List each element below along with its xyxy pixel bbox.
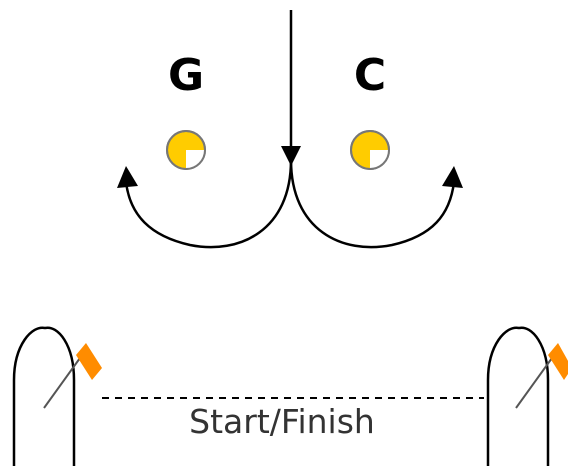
rounding-arc-right	[289, 159, 456, 249]
rounding-arc-left-arrowhead	[117, 166, 138, 188]
rounding-arc-left	[124, 159, 293, 249]
committee-boat-left	[12, 326, 102, 466]
flag-left	[76, 343, 102, 380]
rounding-arc-right-arrowhead	[442, 166, 463, 188]
start-finish-label: Start/Finish	[189, 402, 375, 441]
mark-g-label: G	[168, 50, 204, 101]
mark-g-buoy	[166, 130, 206, 170]
course-arrowhead	[281, 146, 301, 166]
mark-c-label: C	[354, 50, 386, 101]
flag-right	[548, 343, 568, 380]
mark-c-buoy	[350, 130, 390, 170]
pin-boat-right	[486, 326, 568, 466]
